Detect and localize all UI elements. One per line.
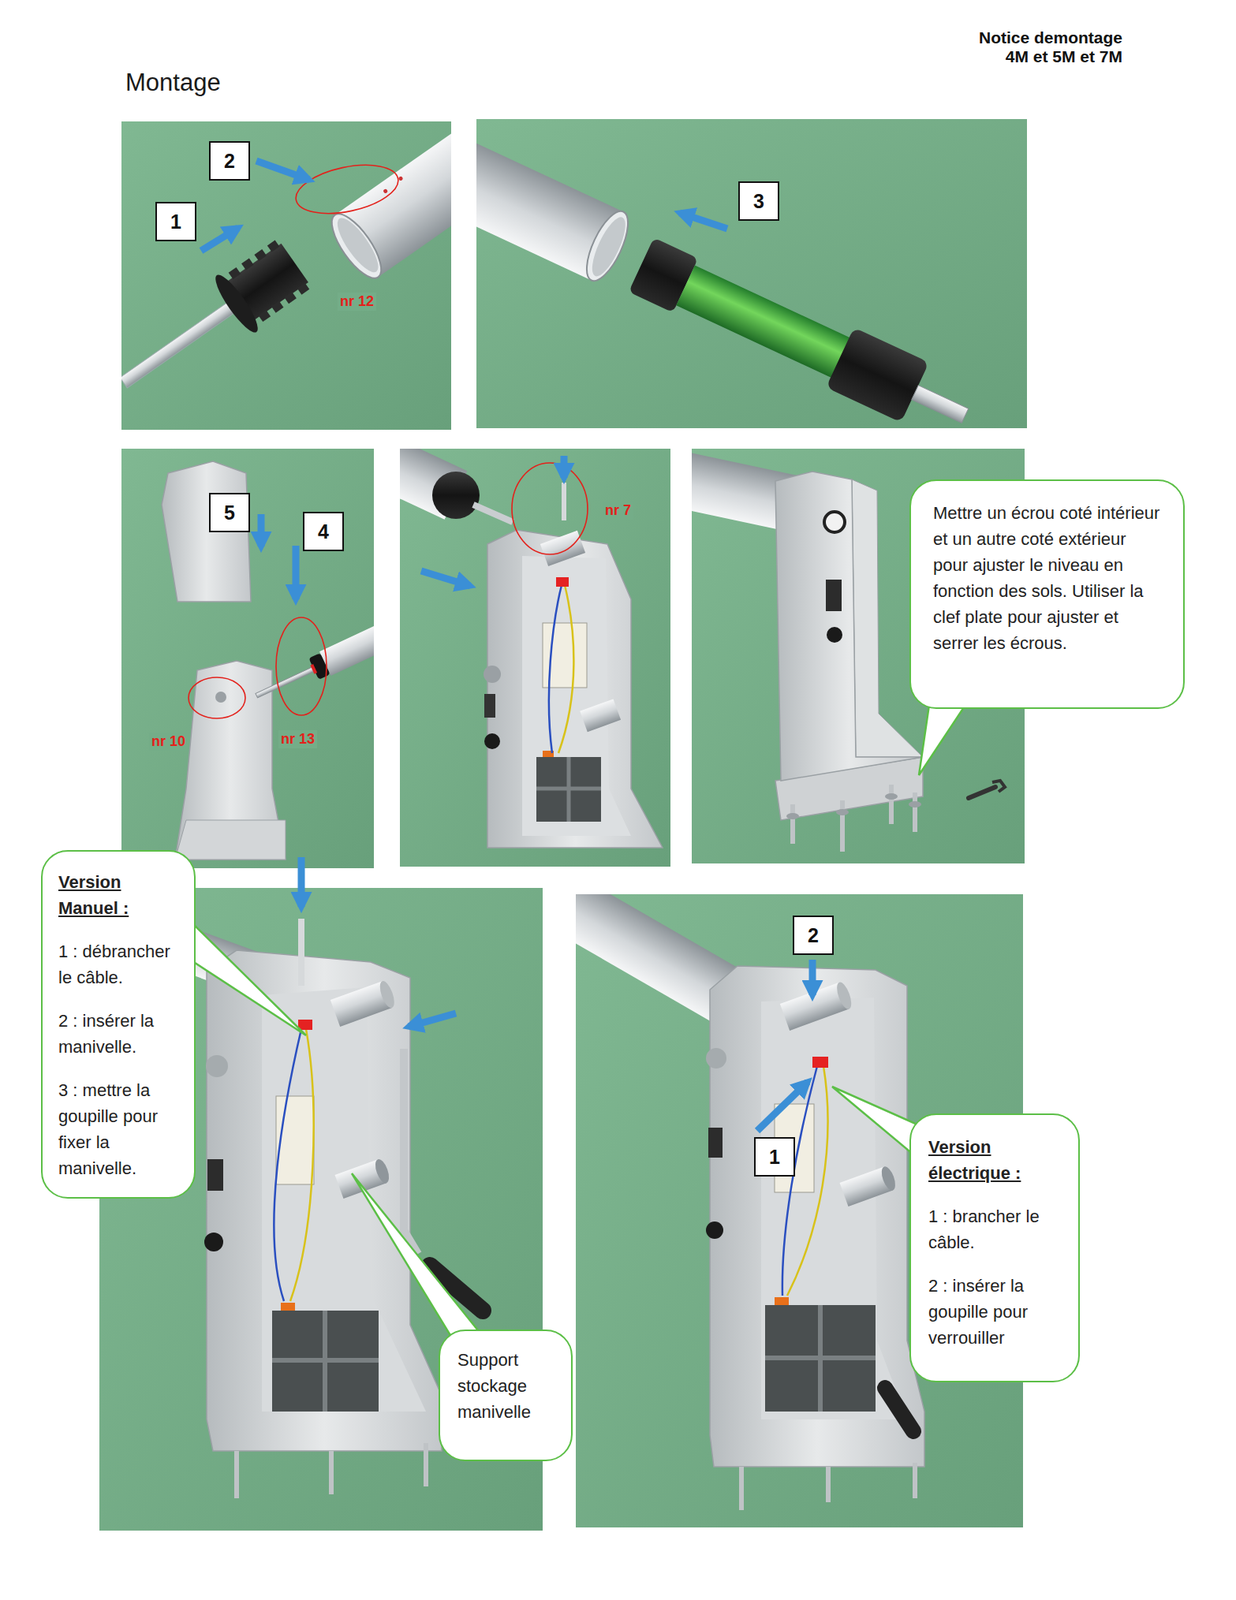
callout-text: 2 (224, 149, 236, 173)
bubble-text: Mettre un écrou coté intérieur et un aut… (933, 500, 1165, 657)
green-panels (99, 119, 1027, 1531)
electric-version-base (575, 894, 925, 1511)
part-number: nr 10 (149, 732, 188, 751)
blue-arrows (201, 160, 813, 1132)
callout-number: 2 (792, 915, 834, 956)
callout-text: 5 (224, 501, 236, 525)
cover-and-base (161, 461, 374, 860)
tube-and-end-cap (121, 121, 452, 411)
callout-text: 1 (170, 210, 182, 234)
callout-number: 2 (209, 141, 251, 181)
speech-bubble: Mettre un écrou coté intérieur et un aut… (909, 479, 1185, 710)
callout-text: 1 (769, 1146, 781, 1169)
document-header: Notice demontage 4M et 5M et 7M (955, 28, 1123, 67)
base-with-battery (399, 448, 663, 848)
callout-number: 1 (754, 1137, 796, 1177)
bubble-text: 3 : mettre la goupille pour fixer la man… (58, 1077, 182, 1182)
callout-text: 3 (753, 190, 765, 213)
callout-number: 3 (738, 181, 780, 221)
speech-bubble: Version Manuel : 1 : débrancher le câble.… (41, 850, 196, 1199)
bubble-text: Support stockage manivelle (457, 1347, 559, 1426)
bubble-text: 1 : débrancher le câble. (58, 938, 182, 991)
bubble-tails (187, 694, 971, 1341)
callout-text: 2 (807, 924, 819, 948)
bubble-text: 2 : insérer la manivelle. (58, 1008, 182, 1061)
bubble-text: 2 : insérer la goupille pour verrouiller (928, 1273, 1066, 1352)
part-number: nr 13 (278, 730, 318, 749)
callout-text: 4 (317, 520, 329, 544)
callout-number: 4 (302, 511, 344, 552)
bubble-text: Version Manuel : (58, 869, 182, 922)
speech-bubble: Support stockage manivelle (438, 1329, 573, 1462)
part-number: nr 7 (602, 501, 634, 520)
page-title: Montage (125, 68, 221, 98)
callout-number: 5 (209, 492, 251, 533)
bubble-text: 1 : brancher le câble. (928, 1203, 1066, 1256)
tube-and-motor (476, 125, 979, 429)
bubble-text: Version électrique : (928, 1134, 1066, 1187)
callout-number: 1 (155, 201, 197, 242)
speech-bubble: Version électrique : 1 : brancher le câbl… (909, 1113, 1080, 1383)
part-number: nr 12 (337, 292, 377, 311)
